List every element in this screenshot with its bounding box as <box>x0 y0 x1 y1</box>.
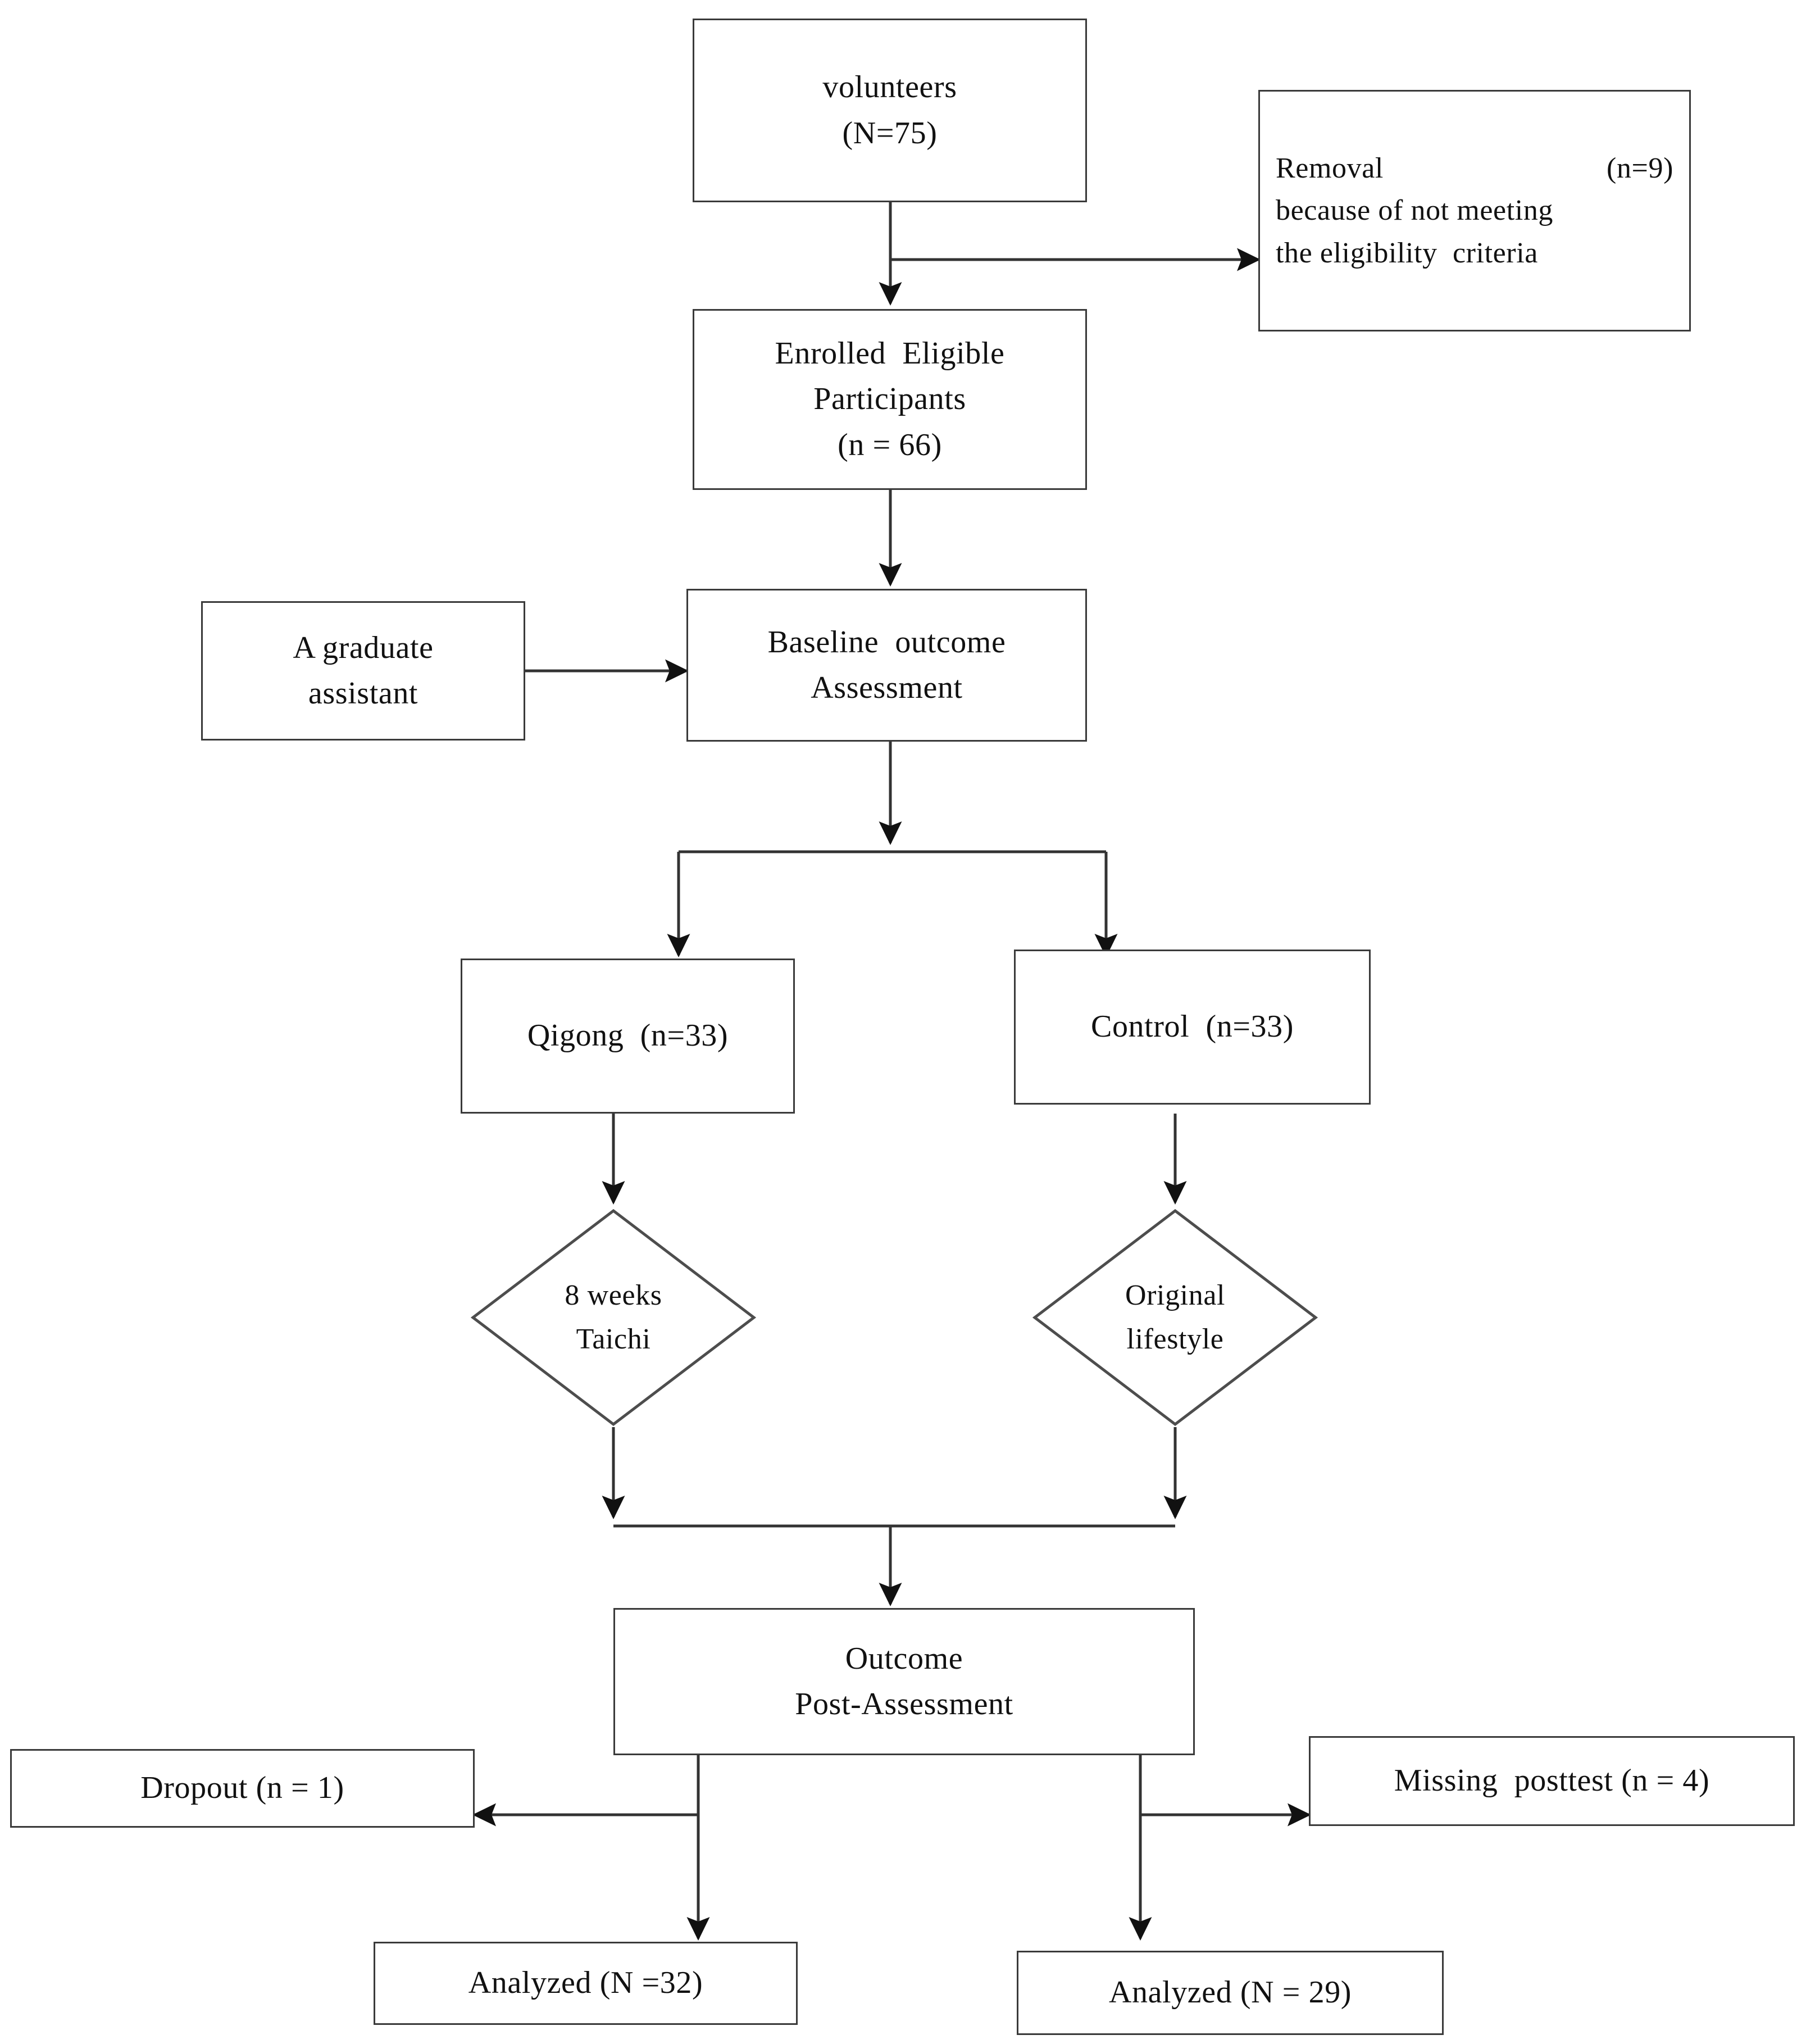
volunteers-line-2: (N=75) <box>842 115 938 151</box>
enrolled-line-1: Enrolled Eligible <box>775 336 1005 371</box>
removal-line-1: Removal (n=9) <box>1276 147 1673 189</box>
node-analyzed-right[interactable]: Analyzed (N = 29) <box>1017 1951 1444 2035</box>
node-baseline-outcome-assessment[interactable]: Baseline outcome Assessment <box>686 589 1087 742</box>
baseline-line-1: Baseline outcome <box>767 624 1006 660</box>
node-outcome-post-assessment[interactable]: Outcome Post-Assessment <box>613 1608 1195 1755</box>
graduate-assistant-line-2: assistant <box>308 676 418 711</box>
node-enrolled-eligible-participants[interactable]: Enrolled Eligible Participants (n = 66) <box>693 309 1087 490</box>
node-missing-posttest[interactable]: Missing posttest (n = 4) <box>1309 1736 1795 1826</box>
diamond-original-lifestyle <box>1032 1209 1318 1427</box>
enrolled-line-3: (n = 66) <box>838 427 942 462</box>
node-analyzed-left[interactable]: Analyzed (N =32) <box>374 1942 798 2025</box>
qigong-label: Qigong (n=33) <box>527 1018 729 1053</box>
removal-line-2: because of not meeting <box>1276 194 1554 227</box>
diamond-taichi <box>470 1209 757 1427</box>
removal-label: Removal <box>1276 152 1384 184</box>
node-qigong-group[interactable]: Qigong (n=33) <box>461 959 795 1114</box>
outcome-line-1: Outcome <box>845 1641 963 1676</box>
baseline-line-2: Assessment <box>811 670 963 705</box>
enrolled-line-2: Participants <box>813 381 966 417</box>
node-volunteers[interactable]: volunteers (N=75) <box>693 19 1087 202</box>
outcome-line-2: Post-Assessment <box>795 1687 1013 1721</box>
node-removal[interactable]: Removal (n=9) because of not meeting the… <box>1258 90 1691 331</box>
analyzed-left-label: Analyzed (N =32) <box>468 1965 703 2001</box>
missing-posttest-label: Missing posttest (n = 4) <box>1394 1763 1710 1798</box>
volunteers-line-1: volunteers <box>822 70 957 105</box>
removal-count: (n=9) <box>1607 152 1673 184</box>
control-label: Control (n=33) <box>1091 1009 1294 1044</box>
analyzed-right-label: Analyzed (N = 29) <box>1108 1975 1352 2010</box>
node-graduate-assistant[interactable]: A graduate assistant <box>201 601 525 741</box>
node-control-group[interactable]: Control (n=33) <box>1014 950 1371 1105</box>
dropout-label: Dropout (n = 1) <box>140 1770 344 1806</box>
graduate-assistant-line-1: A graduate <box>293 630 434 665</box>
node-dropout[interactable]: Dropout (n = 1) <box>10 1749 475 1828</box>
removal-line-3: the eligibility criteria <box>1276 237 1538 269</box>
